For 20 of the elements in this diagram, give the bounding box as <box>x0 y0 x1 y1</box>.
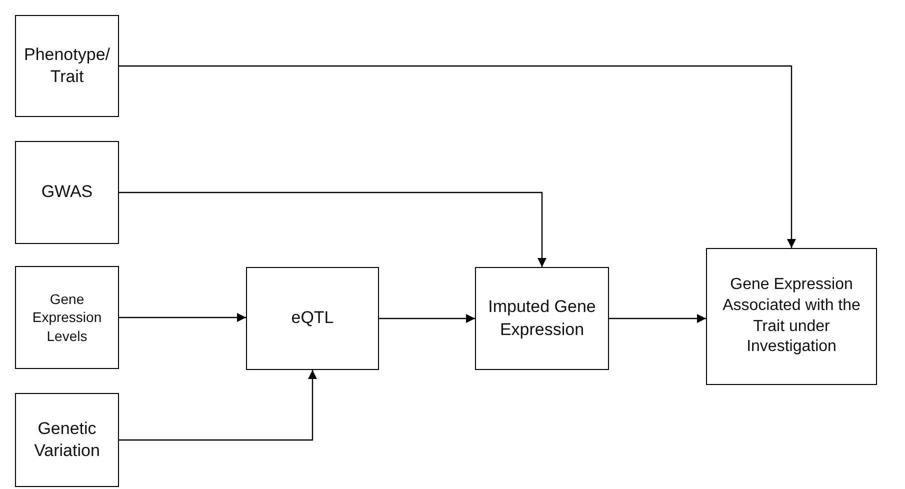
box-label: Genetic Variation <box>33 418 101 462</box>
process-box <box>15 15 119 117</box>
arrow <box>609 314 706 323</box>
box-label: Gene Expression Levels <box>31 290 103 345</box>
arrow <box>119 65 796 248</box>
process-box <box>246 267 379 370</box>
process-box <box>475 267 609 370</box>
process-box <box>15 266 119 369</box>
box-label: Imputed Gene Expression <box>487 296 597 340</box>
process-box <box>15 393 119 487</box>
arrow <box>379 314 475 323</box>
arrow <box>119 192 546 267</box>
box-label: GWAS <box>40 181 94 204</box>
box-label: eQTL <box>290 307 335 330</box>
box-label: Phenotype/ Trait <box>22 44 111 88</box>
process-box <box>706 248 877 385</box>
box-label: Gene Expression Associated with the Trait under Investigation <box>722 274 862 358</box>
arrow <box>119 313 246 322</box>
arrow <box>119 370 317 441</box>
process-box <box>15 141 119 244</box>
